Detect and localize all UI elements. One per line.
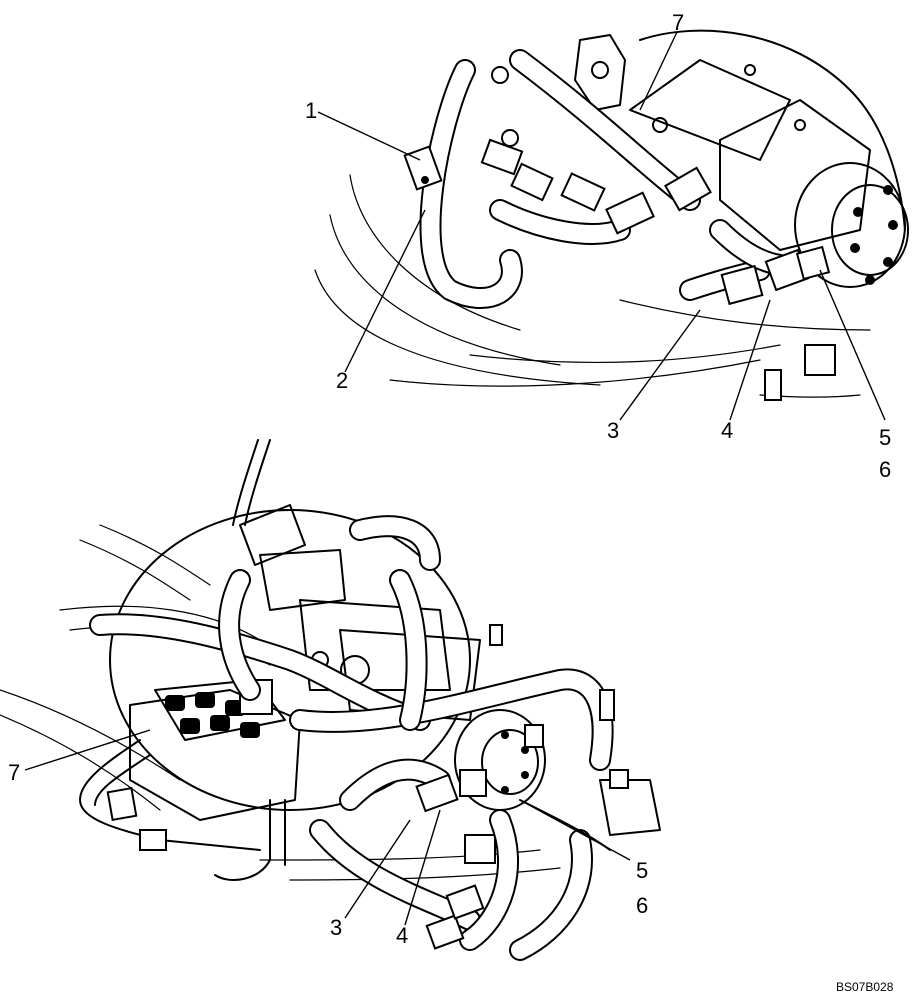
upper-callout-5: 5	[879, 425, 892, 450]
lower-callout-5: 5	[636, 858, 649, 883]
upper-callout-6: 6	[879, 457, 892, 482]
upper-contour-lines	[314, 174, 871, 398]
upper-callout-7: 7	[672, 10, 685, 35]
lower-callout-7: 7	[8, 760, 21, 785]
lower-fittings	[106, 624, 615, 950]
upper-callout-2: 2	[336, 368, 349, 393]
upper-view	[314, 29, 909, 421]
lower-leaders	[24, 729, 631, 926]
lower-callout-3: 3	[330, 915, 343, 940]
upper-housing	[574, 29, 909, 288]
figure-code: BS07B028	[836, 980, 894, 994]
upper-callout-4: 4	[721, 418, 734, 443]
lower-view	[0, 439, 661, 961]
lower-callout-4: 4	[396, 923, 409, 948]
lower-callout-6: 6	[636, 893, 649, 918]
lower-valve-block	[129, 679, 301, 821]
upper-callout-1: 1	[305, 98, 318, 123]
lower-right-valve	[464, 769, 661, 864]
lower-housing	[109, 504, 546, 811]
upper-hoses	[419, 49, 791, 310]
upper-leaders	[317, 31, 886, 421]
upper-callout-3: 3	[607, 418, 620, 443]
